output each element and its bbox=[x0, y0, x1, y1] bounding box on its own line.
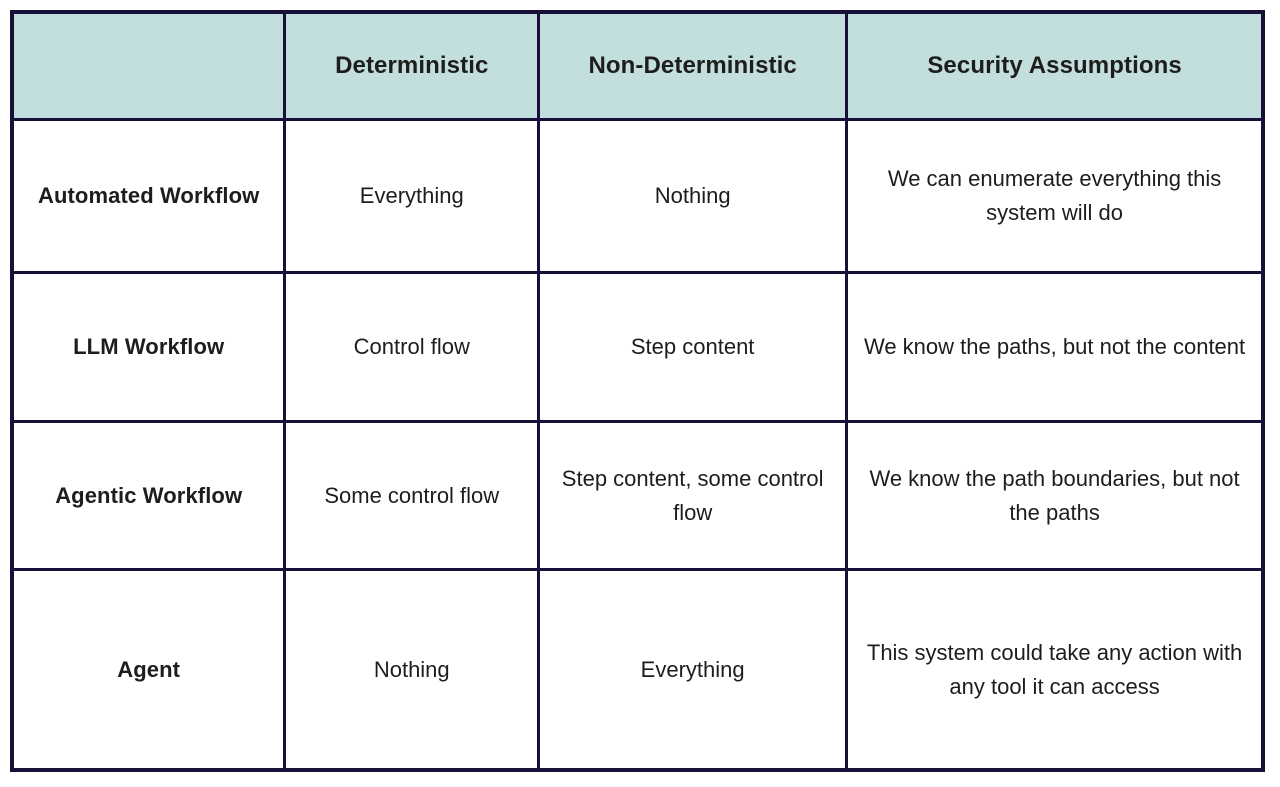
cell-llm-deterministic: Control flow bbox=[283, 270, 541, 423]
table-body: Automated Workflow Everything Nothing We… bbox=[10, 118, 1265, 772]
row-label-agent: Agent bbox=[10, 568, 287, 772]
table-row: LLM Workflow Control flow Step content W… bbox=[10, 270, 1265, 423]
row-label-llm-workflow: LLM Workflow bbox=[10, 270, 287, 423]
table-header: Deterministic Non-Deterministic Security… bbox=[10, 10, 1265, 121]
row-label-automated-workflow: Automated Workflow bbox=[10, 118, 287, 274]
row-label-agentic-workflow: Agentic Workflow bbox=[10, 419, 287, 572]
column-header-non-deterministic: Non-Deterministic bbox=[537, 10, 849, 121]
comparison-table-container: Deterministic Non-Deterministic Security… bbox=[10, 10, 1265, 772]
cell-automated-deterministic: Everything bbox=[283, 118, 541, 274]
table-row: Agentic Workflow Some control flow Step … bbox=[10, 419, 1265, 572]
column-header-category bbox=[10, 10, 287, 121]
cell-agent-security-assumptions: This system could take any action with a… bbox=[845, 568, 1265, 772]
cell-automated-non-deterministic: Nothing bbox=[537, 118, 849, 274]
cell-agentic-security-assumptions: We know the path boundaries, but not the… bbox=[845, 419, 1265, 572]
cell-agent-deterministic: Nothing bbox=[283, 568, 541, 772]
cell-llm-security-assumptions: We know the paths, but not the content bbox=[845, 270, 1265, 423]
workflow-comparison-table: Deterministic Non-Deterministic Security… bbox=[10, 10, 1265, 772]
table-row: Agent Nothing Everything This system cou… bbox=[10, 568, 1265, 772]
table-header-row: Deterministic Non-Deterministic Security… bbox=[10, 10, 1265, 121]
column-header-deterministic: Deterministic bbox=[283, 10, 541, 121]
cell-agent-non-deterministic: Everything bbox=[537, 568, 849, 772]
column-header-security-assumptions: Security Assumptions bbox=[845, 10, 1265, 121]
cell-automated-security-assumptions: We can enumerate everything this system … bbox=[845, 118, 1265, 274]
table-row: Automated Workflow Everything Nothing We… bbox=[10, 118, 1265, 274]
cell-agentic-deterministic: Some control flow bbox=[283, 419, 541, 572]
cell-llm-non-deterministic: Step content bbox=[537, 270, 849, 423]
cell-agentic-non-deterministic: Step content, some control flow bbox=[537, 419, 849, 572]
